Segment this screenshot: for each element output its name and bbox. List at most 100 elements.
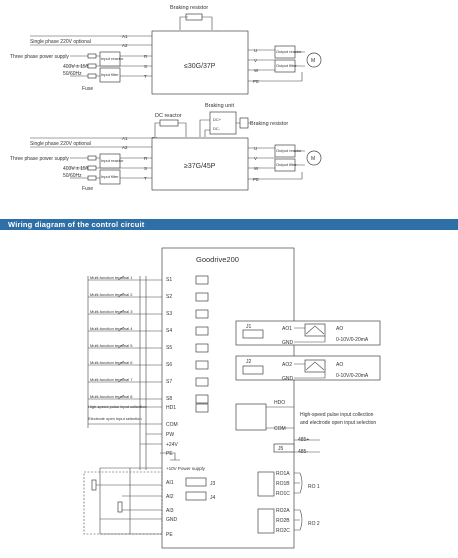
three-phase-label: Three phase power supply [10,54,69,60]
main-circuit-diagram-large: DC reactor Braking unit DC+ DC- Braking … [10,103,322,192]
fuse-label-2: Fuse [82,186,93,192]
ai2-label: AI2 [166,494,174,500]
terminal-w-2: W [254,166,259,171]
input-terminal: S4 [166,328,172,334]
input-label: Multi-function terminal 3 [90,309,133,314]
hdo-text2: and electrode open input selection [300,420,376,426]
braking-resistor [185,13,203,21]
output-reactor-label: Output reactor [276,49,302,54]
motor-small [306,52,322,68]
pw-label: PW [166,432,174,438]
relay-ro1 [257,471,275,497]
hd1-label2: Electrode open input selection [88,416,142,421]
potentiometer-2 [117,501,123,513]
input-optocoupler [195,343,209,353]
input-optocoupler [195,394,209,404]
ai3-label: AI3 [166,508,174,514]
frequency-label-2: 50/60Hz [63,173,82,179]
terminal-r: R [144,54,148,59]
hd1-optocoupler [195,403,209,413]
voltage-label-2: 400V ± 15% [63,166,91,172]
jumper-j1[interactable] [242,329,264,339]
input-label: Multi-function terminal 7 [90,377,133,382]
fuse-r [87,53,97,59]
terminal-a2-2: A2 [122,145,128,150]
jumper-j5[interactable] [273,443,295,453]
braking-resistor-label: Braking resistor [170,5,208,11]
ao2-label: AO2 [282,362,292,368]
output-reactor-label-2: Output reactor [276,148,302,153]
input-terminal: S8 [166,396,172,402]
input-optocoupler [195,326,209,336]
input-reactor-label-2: Input reactor [101,158,124,163]
input-switch [117,377,125,383]
motor-large [306,150,322,166]
ro2-label: RO 2 [308,521,320,527]
gnd-ao1-label: GND [282,340,294,346]
ao1-type: AO [336,326,343,332]
terminal-s-2: S [144,166,147,171]
product-name: Goodrive200 [196,255,239,264]
ro1-label: RO 1 [308,484,320,490]
terminal-v: V [254,58,257,63]
braking-unit-label: Braking unit [205,103,235,109]
main-circuit-diagram-small: Braking resistor (+) PB (-) ≤30G/37P A1 … [10,5,322,95]
input-terminal: S3 [166,311,172,317]
ao1-label: AO1 [282,326,292,332]
voltage-label: 400V ± 15% [63,64,91,70]
hdo-text1: High-speed pulse input collection [300,412,374,418]
motor-label-small: M [311,58,315,64]
hdo-label: HDO [274,400,285,406]
input-switch [117,275,125,281]
ro1b-label: RO1B [276,481,290,487]
hd1-terminal: HD1 [166,405,176,411]
input-switch [117,292,125,298]
fuse-label: Fuse [82,86,93,92]
ro2b-label: RO2B [276,518,290,524]
j5-label: J5 [278,446,284,452]
terminal-t: T [144,74,147,79]
dc-minus-label: DC- [213,126,221,131]
model-range-small: ≤30G/37P [184,63,216,70]
inverter-block-small [151,30,249,95]
output-filter-label: Output filter [276,63,297,68]
input-optocoupler [195,275,209,285]
fuse-t-2 [87,175,97,181]
relay-ro2 [257,508,275,534]
single-phase-label-2: Single phase 220V optional [30,141,91,147]
input-switch [117,326,125,332]
output-filter-label-2: Output filter [276,162,297,167]
input-filter-label-2: Input filter [101,174,119,179]
dc-plus-label: DC+ [213,117,222,122]
ao2-type: AO [336,362,343,368]
terminal-u-2: U [254,146,257,151]
jumper-j2[interactable] [242,365,264,375]
terminal-a2: A2 [122,43,128,48]
input-optocoupler [195,292,209,302]
terminal-a1-2: A1 [122,136,128,141]
input-filter-label: Input filter [101,72,119,77]
input-filter [99,67,121,83]
terminal-s: S [144,64,147,69]
gnd-ao2-label: GND [282,376,294,382]
input-terminal: S6 [166,362,172,368]
input-switch [117,360,125,366]
ro2a-label: RO2A [276,508,290,514]
input-optocoupler [195,360,209,370]
input-reactor-2 [99,153,121,169]
terminal-v-2: V [254,156,257,161]
input-switch [117,343,125,349]
jumper-j3[interactable] [185,477,207,487]
ao2-range: 0-10V/0-20mA [336,373,369,379]
input-terminal: S7 [166,379,172,385]
input-terminal: S2 [166,294,172,300]
single-phase-label: Single phase 220V optional [30,39,91,45]
gnd-label: GND [166,517,178,523]
input-reactor-label: Input reactor [101,56,124,61]
fuse-r-2 [87,155,97,161]
j3-label: J3 [210,481,216,487]
fuse-t [87,73,97,79]
potentiometer-1 [91,479,97,491]
jumper-j4[interactable] [185,491,207,501]
